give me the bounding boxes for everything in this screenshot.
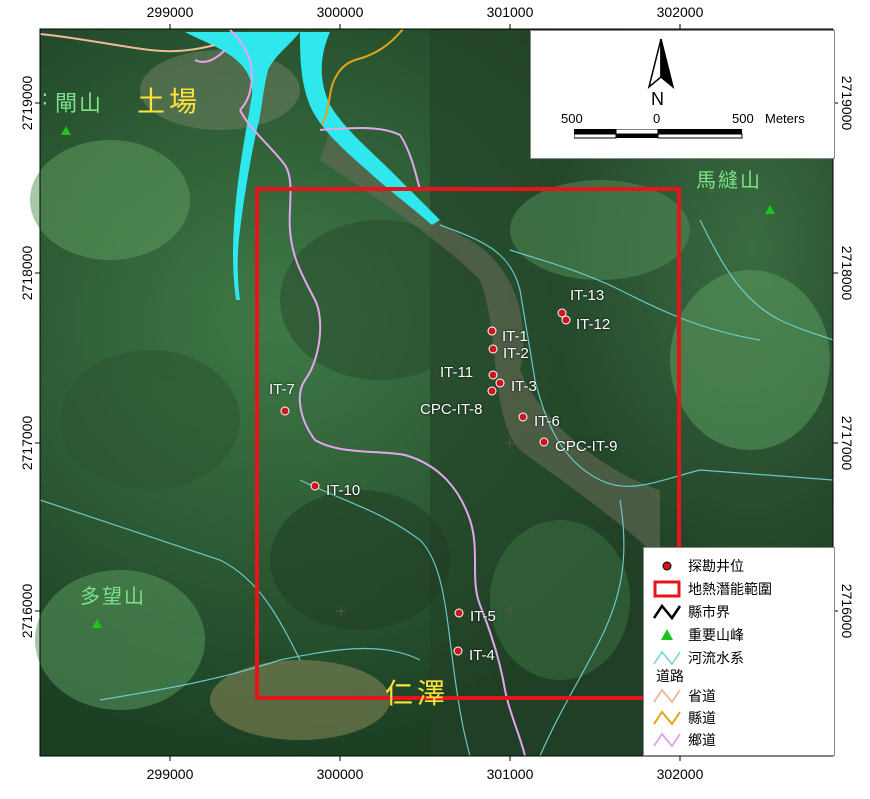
river-valley (320, 130, 660, 560)
well-icon (454, 608, 464, 618)
scale-unit: Meters (765, 111, 805, 126)
x-tick-bottom: 302000 (656, 766, 704, 782)
scale-label: 500 (561, 111, 583, 126)
x-tick-bottom: 300000 (316, 766, 364, 782)
y-tick-right: 2718000 (839, 245, 855, 301)
place-duowangshan: 多望山 (80, 584, 146, 608)
legend-label: 探勘井位 (688, 559, 744, 575)
legend-label: 縣市界 (688, 605, 730, 621)
legend: 探勘井位 地熱潛能範圍 縣市界 重要山峰 河流水系 道路 省道 縣道 (643, 547, 835, 756)
well-label: IT-6 (534, 413, 560, 430)
y-tick-right: 2719000 (839, 75, 855, 131)
place-zhashan-partial: ∶ (42, 88, 48, 113)
grid-crosses (336, 438, 515, 616)
x-tick-bottom: 299000 (146, 766, 194, 782)
county-road-icon (653, 710, 681, 726)
y-tick-right: 2717000 (839, 415, 855, 471)
x-tick-bottom: 301000 (486, 766, 534, 782)
legend-item: 縣市界 (652, 602, 730, 622)
well-label: IT-5 (470, 608, 496, 625)
y-tick-left: 2719000 (19, 75, 35, 131)
well-icon (561, 315, 571, 325)
x-tick-top: 299000 (146, 4, 194, 20)
place-renze: 仁澤 (385, 677, 450, 710)
well-label: IT-11 (440, 364, 474, 381)
well-icon (539, 437, 549, 447)
well-label: CPC-IT-9 (555, 438, 618, 455)
well-label: IT-12 (576, 316, 611, 333)
well-icon (487, 386, 497, 396)
major-river (185, 32, 300, 300)
peak-icon (92, 619, 102, 628)
legend-label: 省道 (688, 689, 716, 705)
township-road-icon (653, 732, 681, 748)
legend-label: 地熱潛能範圍 (688, 582, 772, 598)
legend-label: 縣道 (688, 711, 716, 727)
well-label: IT-3 (511, 378, 537, 395)
study-area-icon (653, 580, 681, 598)
y-tick-left: 2717000 (19, 415, 35, 471)
well-icon (518, 412, 528, 422)
place-zhashan: 閘山 (55, 92, 104, 117)
legend-item: 鄉道 (652, 730, 716, 750)
legend-item: 重要山峰 (652, 625, 744, 645)
peaks (61, 126, 775, 628)
legend-item: 省道 (652, 686, 716, 706)
legend-item: 河流水系 (652, 648, 744, 668)
peak-icon (61, 126, 71, 135)
well-label: IT-4 (469, 647, 495, 664)
legend-item: 探勘井位 (652, 556, 744, 576)
scale-label: 0 (653, 111, 661, 126)
provincial-road (39, 33, 216, 53)
well-icon (557, 308, 567, 318)
peak-icon (661, 629, 673, 640)
x-tick-top: 300000 (316, 4, 364, 20)
scale-bar (574, 129, 743, 139)
north-letter: N (651, 89, 664, 109)
well-label: IT-7 (269, 381, 295, 398)
well-icon (310, 481, 320, 491)
legend-item: 縣道 (652, 708, 716, 728)
well-label: CPC-IT-8 (420, 401, 483, 418)
peak-icon (765, 205, 775, 214)
well-label: IT-2 (503, 345, 529, 362)
county-road (321, 28, 404, 126)
wells (280, 308, 571, 656)
y-tick-left: 2716000 (19, 583, 35, 639)
legend-roads-header: 道路 (656, 669, 684, 685)
legend-label: 河流水系 (688, 651, 744, 667)
well-icon (488, 344, 498, 354)
study-area-boundary (255, 187, 681, 700)
legend-label: 重要山峰 (688, 628, 744, 644)
well-icon (453, 646, 463, 656)
tick-marks (35, 24, 838, 761)
well-label: IT-13 (570, 287, 605, 304)
place-tuchang: 土場 (137, 85, 202, 118)
scale-label: 500 (732, 111, 754, 126)
well-icon (495, 378, 505, 388)
y-tick-left: 2718000 (19, 245, 35, 301)
river-icon (653, 650, 681, 666)
well-label: IT-10 (326, 482, 361, 499)
township-roads (194, 29, 526, 757)
well-icon (662, 561, 672, 571)
county-border-icon (652, 603, 682, 621)
well-label: IT-1 (502, 328, 528, 345)
north-arrow-scale-box: N 500 0 500 Meters (530, 30, 835, 159)
well-icon (280, 406, 290, 416)
north-arrow-icon (647, 38, 675, 90)
place-mafengshan: 馬縫山 (696, 168, 762, 192)
well-icon (488, 370, 498, 380)
provincial-road-icon (653, 688, 681, 704)
legend-label: 鄉道 (688, 733, 716, 749)
y-tick-right: 2716000 (839, 583, 855, 639)
well-icon (487, 326, 497, 336)
x-tick-top: 302000 (656, 4, 704, 20)
legend-item: 地熱潛能範圍 (652, 579, 772, 599)
x-tick-top: 301000 (486, 4, 534, 20)
